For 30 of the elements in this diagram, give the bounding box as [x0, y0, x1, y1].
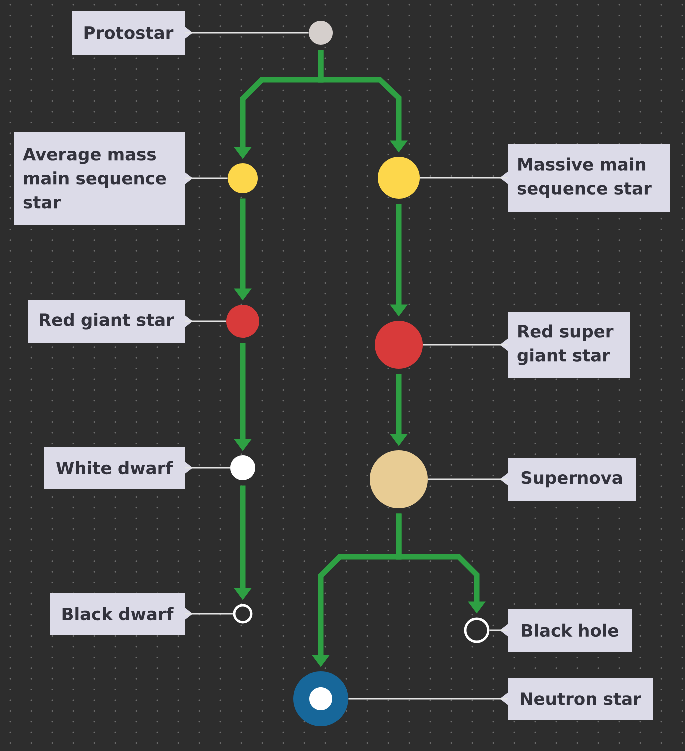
label-box: Massive main sequence star: [500, 144, 670, 212]
leader-line: [420, 177, 508, 179]
hollow-circle: [233, 604, 253, 624]
leader-line: [185, 467, 230, 469]
star-circle: [375, 321, 423, 369]
label-box: Red giant star: [28, 300, 193, 343]
ring-circle: [294, 672, 348, 726]
leader-line: [348, 698, 508, 700]
leader-line: [428, 478, 508, 480]
leader-line: [490, 630, 508, 632]
star-circle: [378, 157, 420, 199]
leader-line: [185, 613, 234, 615]
label-box: Protostar: [72, 11, 193, 55]
star-circle: [230, 456, 256, 480]
leader-line: [185, 320, 226, 322]
label-box: Black hole: [500, 609, 632, 652]
label-box: Black dwarf: [50, 593, 193, 635]
star-circle: [226, 305, 260, 338]
leader-line: [185, 178, 228, 180]
leader-line: [185, 32, 309, 34]
leader-line: [423, 344, 508, 346]
label-box: Neutron star: [500, 678, 653, 720]
hollow-circle: [464, 618, 490, 644]
star-circle: [228, 164, 258, 194]
star-circle: [370, 450, 428, 508]
label-box: Supernova: [500, 458, 636, 501]
star-circle: [309, 21, 333, 45]
label-box: Red super giant star: [500, 312, 630, 378]
label-box: Average mass main sequence star: [14, 132, 193, 225]
label-box: White dwarf: [44, 447, 193, 489]
